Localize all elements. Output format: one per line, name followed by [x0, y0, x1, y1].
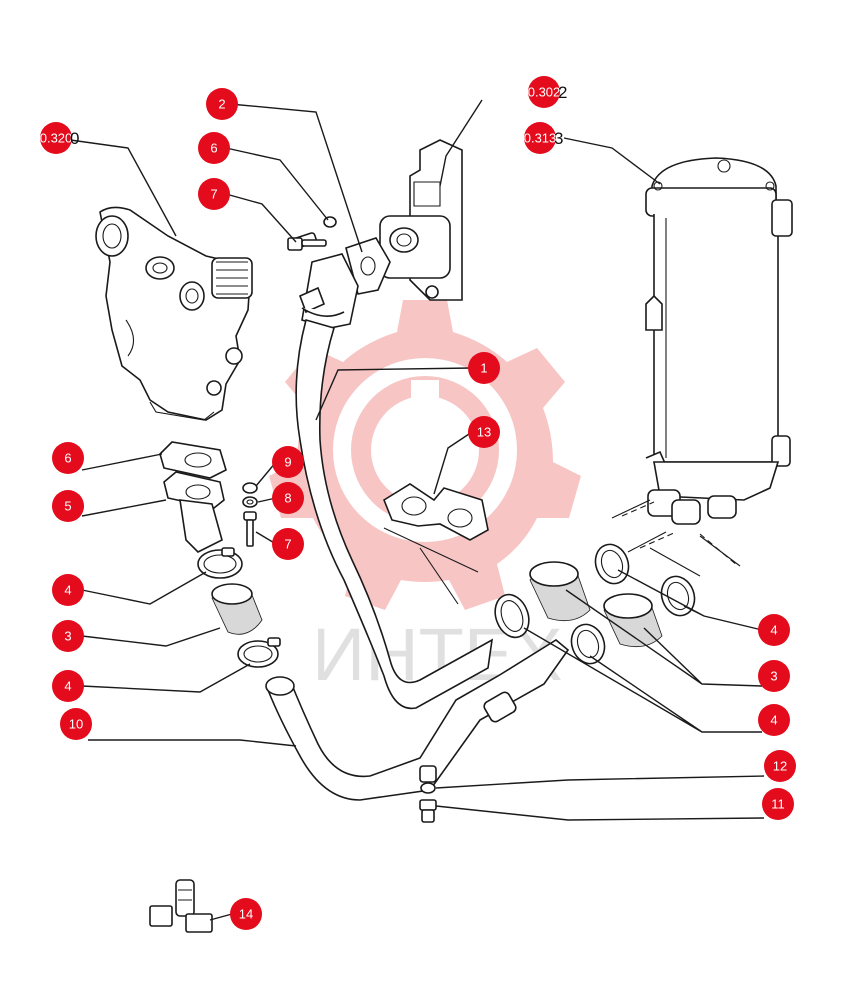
callout-6-upper: 6	[198, 132, 230, 164]
callout-7-upper: 7	[198, 178, 230, 210]
leader-c5	[81, 499, 167, 517]
svg-text:4: 4	[64, 583, 71, 598]
engine-block-fragment	[379, 139, 463, 301]
leader-ref-0320	[55, 137, 177, 237]
svg-text:3: 3	[770, 669, 777, 684]
hose-clamp-4-right-d	[660, 575, 696, 617]
svg-text:2: 2	[218, 97, 225, 112]
svg-text:7: 7	[284, 537, 291, 552]
bolt-assembly-7-8-9	[242, 482, 258, 547]
callout-2: 2	[206, 88, 238, 120]
washer-6-upper	[323, 216, 337, 228]
leader-c3b	[565, 589, 763, 687]
leader-c11	[435, 805, 765, 821]
callout-6-lower: 6	[52, 442, 84, 474]
svg-text:13: 13	[477, 425, 491, 440]
hose-clamp-4-right-b	[594, 543, 630, 585]
reference-0320: 0.320 0	[40, 122, 79, 154]
leader-ref-0313	[563, 137, 661, 185]
callout-4-right-upper: 4	[758, 614, 790, 646]
leader-c4b	[81, 663, 251, 693]
callout-4-lower-left: 4	[52, 670, 84, 702]
svg-text:7: 7	[210, 187, 217, 202]
leader-c7a	[225, 193, 297, 243]
leader-ref-0302	[439, 99, 483, 187]
leader-c2	[229, 103, 363, 253]
upper-elbow-fitting	[289, 216, 391, 329]
hose-clamp-4-right-a	[494, 593, 530, 639]
leader-c4c	[617, 569, 763, 631]
callout-4-right-lower: 4	[758, 704, 790, 736]
reference-tail-0313: 3	[554, 129, 563, 148]
callout-13: 13	[468, 416, 500, 448]
reference-label-0302: 0.302	[528, 85, 561, 100]
sleeve-3-left	[211, 583, 263, 635]
leader-c4d	[523, 627, 762, 733]
reference-0302: 0.302 2	[528, 76, 567, 108]
svg-text:9: 9	[284, 455, 291, 470]
leader-c6b	[81, 453, 163, 471]
callout-3-left: 3	[52, 620, 84, 652]
svg-text:8: 8	[284, 491, 291, 506]
reference-label-0320: 0.320	[40, 131, 73, 146]
reference-badge-0313	[524, 122, 556, 154]
svg-text:14: 14	[239, 907, 253, 922]
temperature-sensor-14	[149, 879, 213, 933]
reference-tail-0302: 2	[558, 83, 567, 102]
leader-c10	[88, 739, 297, 747]
svg-text:11: 11	[771, 797, 785, 812]
reference-tail-0320: 0	[70, 129, 79, 148]
svg-text:12: 12	[773, 759, 787, 774]
reference-badge-0320	[40, 122, 72, 154]
callout-7-lower: 7	[272, 528, 304, 560]
leader-c6a	[225, 147, 329, 221]
leader-c14	[209, 913, 233, 921]
elbow-flange-5	[163, 471, 225, 553]
hose-10	[265, 639, 570, 801]
callout-9: 9	[272, 446, 304, 478]
gasket-6-lower	[159, 441, 227, 479]
svg-text:3: 3	[64, 629, 71, 644]
hose-1	[295, 319, 494, 710]
hose-clamp-4-right-c	[570, 623, 606, 665]
leader-c4a	[81, 571, 207, 605]
callout-10: 10	[60, 708, 92, 740]
leader-c13	[433, 431, 473, 495]
reference-badge-0302	[528, 76, 560, 108]
callout-11: 11	[762, 788, 794, 820]
sleeve-3-right-upper	[529, 561, 591, 622]
svg-text:5: 5	[64, 499, 71, 514]
water-pump-housing	[95, 206, 253, 421]
svg-text:4: 4	[64, 679, 71, 694]
callout-4-upper-left: 4	[52, 574, 84, 606]
reference-label-0313: 0.313	[524, 131, 557, 146]
leader-c1	[315, 367, 473, 421]
drain-plug-11	[419, 799, 437, 823]
leader-c12	[435, 775, 765, 789]
svg-text:10: 10	[69, 717, 83, 732]
oil-cooler-cylinder	[611, 157, 793, 577]
callout-1: 1	[468, 352, 500, 384]
callout-8: 8	[272, 482, 304, 514]
washer-12	[420, 782, 436, 794]
svg-text:4: 4	[770, 623, 777, 638]
reference-0313: 0.313 3	[524, 122, 563, 154]
svg-text:1: 1	[480, 361, 487, 376]
svg-text:6: 6	[64, 451, 71, 466]
callout-14: 14	[230, 898, 262, 930]
bolt-7-upper	[287, 237, 327, 251]
hose-clamp-4-lower-left	[237, 637, 281, 668]
svg-text:4: 4	[770, 713, 777, 728]
hose-clamp-4-upper-left	[197, 547, 243, 579]
svg-text:6: 6	[210, 141, 217, 156]
callout-3-right: 3	[758, 660, 790, 692]
callout-5: 5	[52, 490, 84, 522]
leader-c3a	[81, 627, 221, 647]
sleeve-3-right-lower	[603, 593, 663, 648]
clamp-bracket-13	[383, 483, 489, 605]
callout-12: 12	[764, 750, 796, 782]
